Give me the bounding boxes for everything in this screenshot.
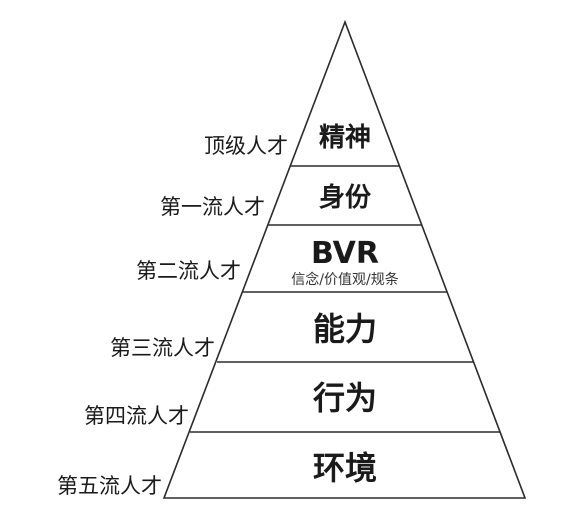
tier-name-bvr: BVR: [311, 236, 379, 271]
tier-subtitle-bvr: 信念/价值观/规条: [291, 271, 398, 288]
tier-name-environment: 环境: [313, 449, 377, 487]
tier-name-spirit: 精神: [319, 123, 371, 153]
tier-name-identity: 身份: [319, 182, 371, 213]
side-label-first: 第一流人才: [160, 195, 265, 219]
pyramid-outline: [162, 19, 527, 499]
side-label-third: 第三流人才: [110, 336, 215, 360]
side-label-top: 顶级人才: [204, 134, 288, 158]
tier-name-ability: 能力: [313, 310, 377, 348]
side-label-fourth: 第四流人才: [84, 404, 189, 428]
side-label-fifth: 第五流人才: [57, 474, 162, 498]
side-label-second: 第二流人才: [136, 259, 241, 283]
tier-name-behavior: 行为: [313, 379, 377, 417]
